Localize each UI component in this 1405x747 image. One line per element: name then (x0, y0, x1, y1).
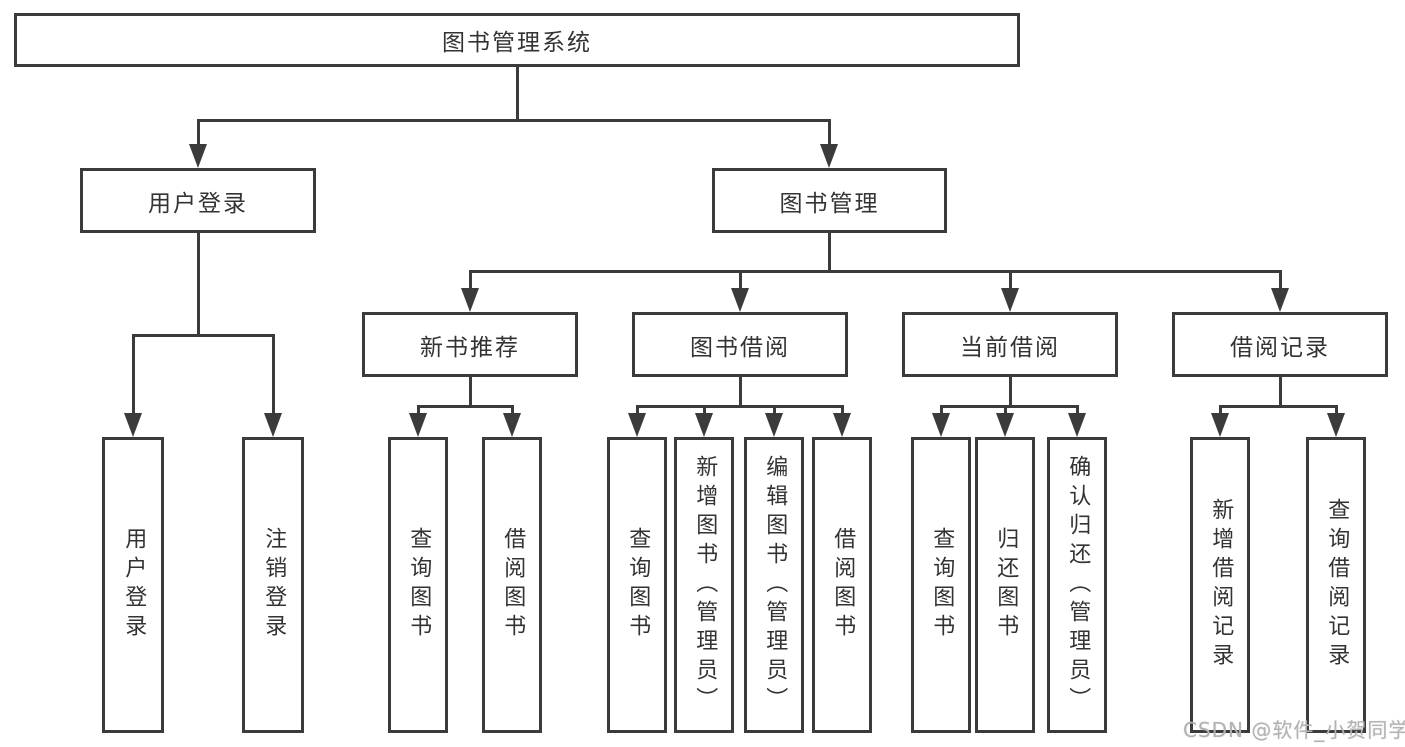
leaf-query-books-borrowing: 查询图书 (607, 437, 667, 733)
leaf-user-login: 用户登录 (102, 437, 164, 733)
connector-leaf-6 (773, 405, 776, 417)
connector-leaf-4 (636, 405, 639, 417)
node-book-borrowing: 图书借阅 (632, 312, 848, 377)
connector-user-login-branch (132, 334, 275, 337)
connector-to-leaf-login (132, 334, 135, 415)
csdn-watermark: CSDN @软件_小贺同学 (1183, 718, 1405, 742)
connector-level2-branch (197, 119, 831, 122)
connector-book-mgmt-stem (828, 233, 831, 272)
connector-root-stem (516, 67, 519, 120)
leaf-borrow-books-recommend: 借阅图书 (482, 437, 542, 733)
leaf-confirm-return-admin: 确认归还（管理员） (1047, 437, 1107, 733)
connector-leaf-11 (1219, 405, 1222, 417)
node-current-borrowing: 当前借阅 (902, 312, 1118, 377)
arrowhead-leaf-4 (628, 413, 646, 437)
arrowhead-leaf-9 (996, 413, 1014, 437)
node-new-book-recommend: 新书推荐 (362, 312, 578, 377)
leaf-add-borrow-record: 新增借阅记录 (1190, 437, 1250, 733)
leaf-edit-books-admin: 编辑图书（管理员） (744, 437, 804, 733)
node-user-login: 用户登录 (80, 168, 316, 233)
arrowhead-leaf-8 (932, 413, 950, 437)
connector-leaf-10 (1076, 405, 1079, 417)
node-root-library-system: 图书管理系统 (14, 13, 1020, 67)
connector-leaf-9 (1004, 405, 1007, 417)
leaf-query-books-current: 查询图书 (911, 437, 971, 733)
leaf-logout: 注销登录 (242, 437, 304, 733)
connector-leaf-7 (841, 405, 844, 417)
arrowhead-leaf-5 (695, 413, 713, 437)
connector-borrow-records-stem (1279, 377, 1282, 407)
arrowhead-leaf-login (124, 413, 142, 437)
arrowhead-book-borrow (731, 288, 749, 312)
connector-current-borrow-branch (940, 405, 1079, 408)
connector-leaf-3 (511, 405, 514, 417)
connector-book-borrow-stem (739, 377, 742, 407)
leaf-add-books-admin: 新增图书（管理员） (674, 437, 734, 733)
node-borrowing-records: 借阅记录 (1172, 312, 1388, 377)
arrowhead-leaf-6 (765, 413, 783, 437)
leaf-query-borrow-record: 查询借阅记录 (1306, 437, 1366, 733)
leaf-query-books-recommend: 查询图书 (388, 437, 448, 733)
connector-to-new-book (469, 270, 472, 290)
node-book-management: 图书管理 (712, 168, 947, 233)
arrowhead-user-login (189, 144, 207, 168)
arrowhead-leaf-12 (1327, 413, 1345, 437)
connector-leaf-12 (1335, 405, 1338, 417)
connector-to-book-borrow (739, 270, 742, 290)
arrowhead-leaf-logout (264, 413, 282, 437)
connector-to-current-borrow (1009, 270, 1012, 290)
connector-user-login-stem (197, 233, 200, 336)
connector-to-user-login (197, 119, 200, 146)
arrowhead-leaf-2 (409, 413, 427, 437)
arrowhead-borrow-records (1271, 288, 1289, 312)
arrowhead-leaf-10 (1068, 413, 1086, 437)
arrowhead-current-borrow (1001, 288, 1019, 312)
connector-to-borrow-records (1279, 270, 1282, 290)
connector-to-leaf-logout (272, 334, 275, 415)
arrowhead-leaf-11 (1211, 413, 1229, 437)
connector-book-borrow-branch (636, 405, 844, 408)
arrowhead-book-mgmt (820, 144, 838, 168)
connector-borrow-records-branch (1219, 405, 1338, 408)
connector-leaf-5 (703, 405, 706, 417)
connector-new-book-stem (469, 377, 472, 407)
connector-to-book-mgmt (828, 119, 831, 146)
connector-leaf-2 (417, 405, 420, 417)
leaf-return-books: 归还图书 (975, 437, 1035, 733)
arrowhead-leaf-3 (503, 413, 521, 437)
arrowhead-new-book (461, 288, 479, 312)
connector-leaf-8 (940, 405, 943, 417)
connector-level3-branch (469, 270, 1282, 273)
leaf-borrow-books: 借阅图书 (812, 437, 872, 733)
arrowhead-leaf-7 (833, 413, 851, 437)
connector-current-borrow-stem (1009, 377, 1012, 407)
connector-new-book-branch (417, 405, 514, 408)
